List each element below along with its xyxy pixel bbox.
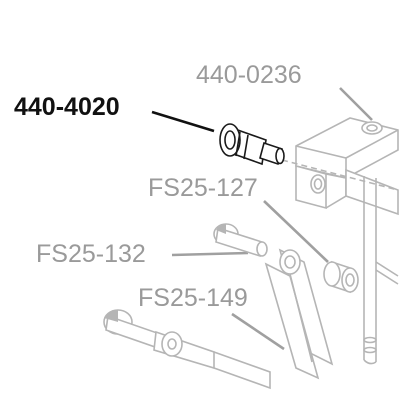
link-arm-fs25-149 — [264, 248, 334, 380]
bracket-440-0236 — [281, 117, 399, 365]
leader-line-440-0236 — [339, 87, 373, 121]
leader-line-fs25-127 — [263, 200, 329, 263]
pin-fs25-132 — [213, 223, 268, 258]
label-440-0236: 440-0236 — [196, 61, 302, 89]
spacer-fs25-127 — [323, 260, 359, 294]
label-fs25-127: FS25-127 — [148, 174, 258, 202]
label-440-4020: 440-4020 — [14, 93, 120, 121]
lower-pin — [103, 309, 271, 390]
bushing-440-4020 — [219, 123, 285, 166]
label-fs25-149: FS25-149 — [138, 284, 248, 312]
label-fs25-132: FS25-132 — [36, 240, 146, 268]
leader-line-fs25-149 — [231, 312, 285, 351]
leader-line-fs25-132 — [171, 251, 249, 257]
leader-line-440-4020 — [151, 110, 215, 133]
